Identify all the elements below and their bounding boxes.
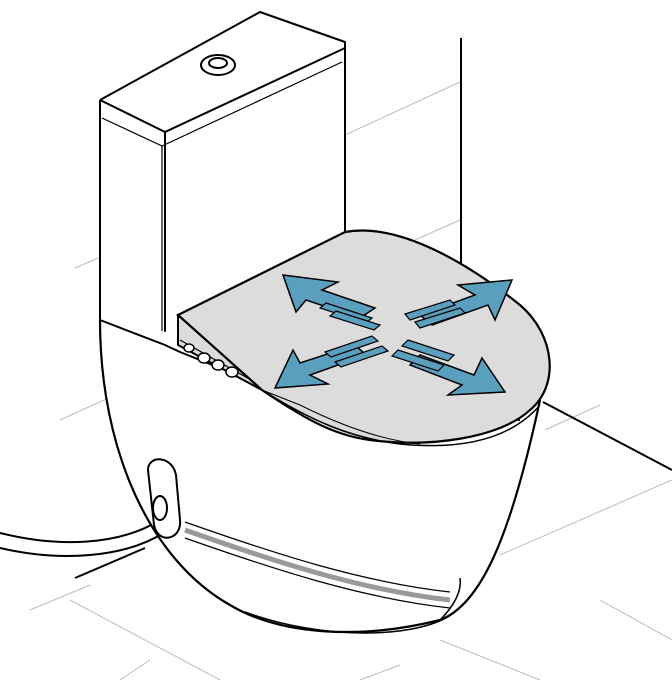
flush-button-icon: [201, 55, 235, 75]
